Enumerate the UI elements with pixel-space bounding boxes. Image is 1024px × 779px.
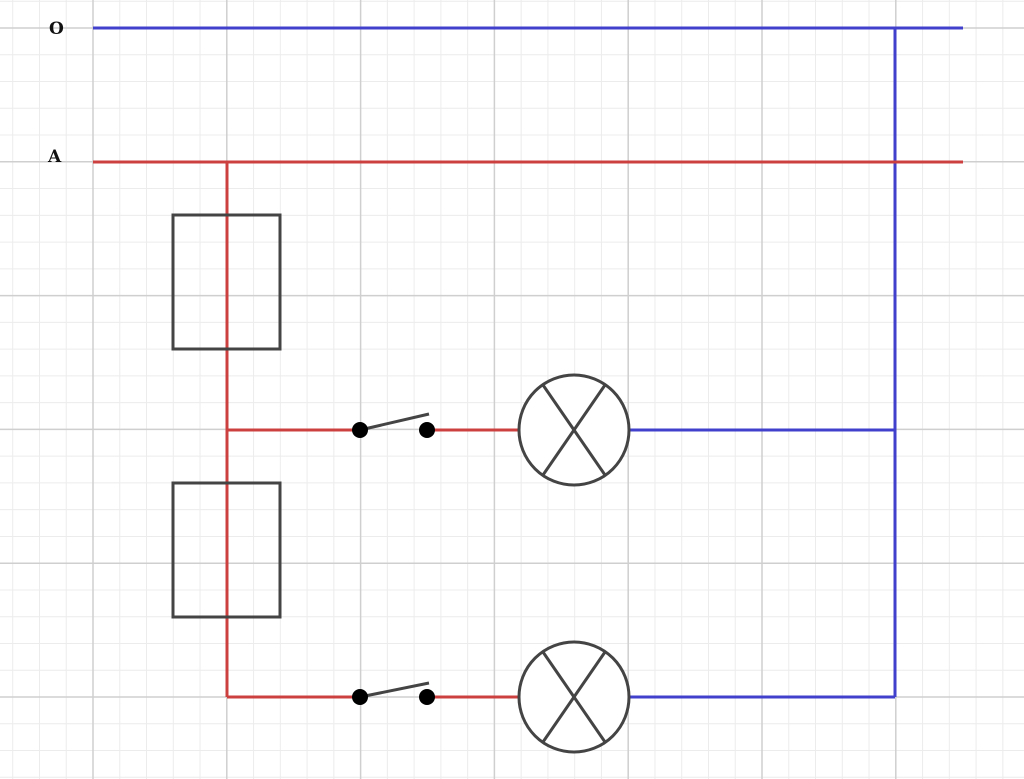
switch-1-terminal-left <box>352 422 368 438</box>
phase-wiring <box>93 160 963 699</box>
lamp-1 <box>517 373 631 487</box>
lamp-1-cross-b <box>541 384 607 476</box>
neutral-label: O <box>49 19 64 39</box>
switch-1 <box>352 412 435 438</box>
switch-1-terminal-right <box>419 422 435 438</box>
switch-2 <box>352 681 435 705</box>
switch-2-blade <box>359 681 430 699</box>
switch-2-terminal-right <box>419 689 435 705</box>
lamp-2 <box>517 640 631 754</box>
switch-2-terminal-left <box>352 689 368 705</box>
fuse-1 <box>171 213 282 351</box>
lamp-2-cross-b <box>541 651 607 743</box>
phase-label: A <box>47 147 62 167</box>
fuse-2 <box>171 481 282 619</box>
switch-1-blade <box>359 412 430 432</box>
neutral-wiring <box>93 26 963 699</box>
